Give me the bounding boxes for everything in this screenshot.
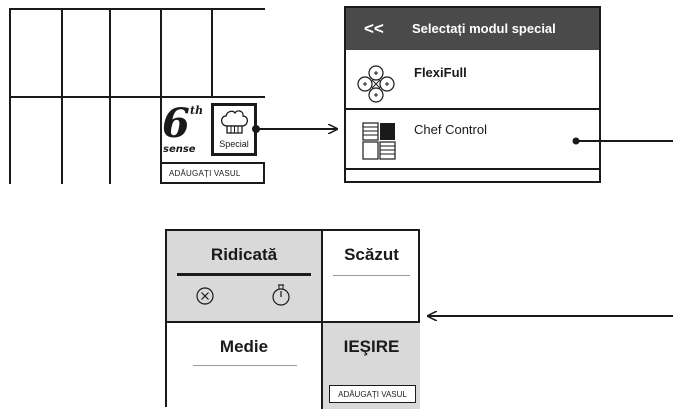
- arrow-chef-control-out: [573, 138, 673, 145]
- arrow-special-to-menu: [252, 125, 337, 133]
